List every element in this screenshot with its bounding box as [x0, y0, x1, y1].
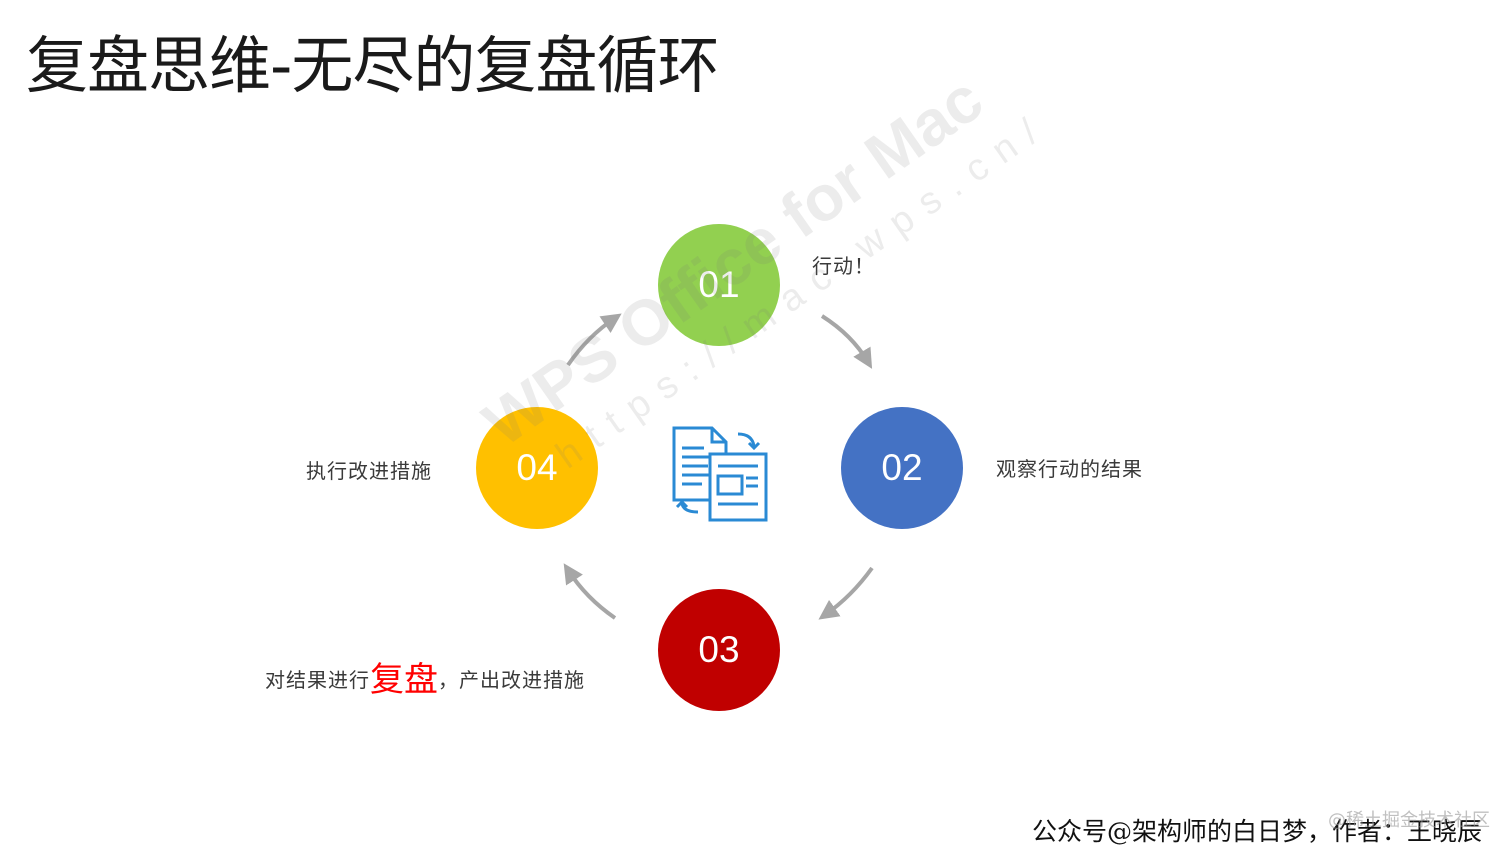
step-03-label: 对结果进行复盘，产出改进措施	[265, 652, 585, 701]
step-04-number: 04	[516, 447, 558, 488]
step-03-circle: 03	[658, 589, 780, 711]
step-03-label-emphasis: 复盘	[370, 660, 438, 700]
corner-watermark: @稀土掘金技术社区	[1328, 810, 1490, 831]
step-02-label: 观察行动的结果	[996, 457, 1143, 481]
step-03-label-after: ，产出改进措施	[438, 668, 585, 692]
footer-credit: 公众号@架构师的白日梦，作者：王晓辰	[1031, 817, 1482, 846]
step-02-circle: 02	[841, 407, 963, 529]
step-01-label: 行动！	[812, 254, 875, 278]
step-02-number: 02	[881, 447, 923, 488]
step-03-number: 03	[698, 629, 740, 670]
arrow-04-to-01	[566, 313, 622, 367]
document-transfer-icon	[672, 426, 768, 522]
arrow-01-to-02	[820, 314, 873, 369]
step-04-circle: 04	[476, 407, 598, 529]
arrow-03-to-04	[563, 563, 617, 620]
arrow-02-to-03	[818, 566, 874, 620]
step-01-circle: 01	[658, 224, 780, 346]
step-01-number: 01	[698, 264, 740, 305]
step-03-label-before: 对结果进行	[265, 668, 370, 692]
slide-title: 复盘思维-无尽的复盘循环	[26, 29, 719, 102]
step-04-label: 执行改进措施	[306, 459, 432, 483]
